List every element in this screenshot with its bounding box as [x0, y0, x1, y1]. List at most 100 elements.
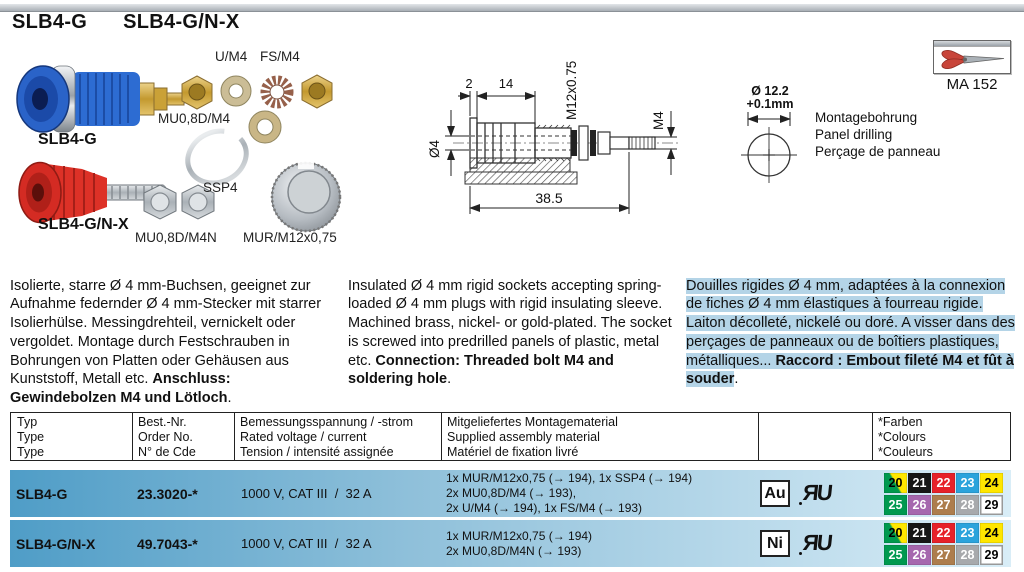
colour-chip-28: 28: [956, 494, 979, 515]
description-german-bold: Anschluss: Gewindebolzen M4 und Lötloch: [10, 371, 231, 407]
tool-reference-box: [933, 40, 1011, 74]
colour-chip-25: 25: [884, 544, 907, 565]
row2-type: SLB4-G/N-X: [16, 535, 96, 552]
description-german: Isolierte, starre Ø 4 mm-Buchsen, geeign…: [10, 277, 322, 407]
colour-chip-26: 26: [908, 544, 931, 565]
colour-chip-24: 24: [980, 472, 1003, 493]
row2-plating: Ni: [760, 520, 792, 567]
description-english-bold: Connection: Threaded bolt M4 and solderi…: [348, 352, 614, 388]
dim-385: 38.5: [535, 190, 562, 206]
table-row-slb4gnx: SLB4-G/N-X 49.7043-* 1000 V, CAT III / 3…: [10, 520, 1011, 567]
row1-assembly-material: 1x MUR/M12x0,75 (→ 194), 1x SSP4 (→ 194)…: [446, 471, 693, 515]
dim-d4: Ø4: [427, 139, 442, 158]
description-german-body: Isolierte, starre Ø 4 mm-Buchsen, geeign…: [10, 277, 322, 388]
technical-drawing: 2 14 M12x0.75 M4 Ø4 38.5: [425, 38, 715, 238]
washer-photo-2: [248, 110, 282, 144]
row1-ul: ЯU: [799, 470, 839, 517]
row2-ul: ЯU: [799, 520, 839, 567]
dim-14: 14: [499, 76, 513, 91]
colour-chip-23: 23: [956, 472, 979, 493]
header-divider-2: [234, 413, 235, 460]
colour-chip-25: 25: [884, 494, 907, 515]
panel-drilling-captions: Montagebohrung Panel drilling Perçage de…: [815, 109, 940, 160]
ul-dot: [799, 502, 802, 505]
dim-m4: M4: [651, 111, 666, 130]
fs-m4-lock-washer-photo: [260, 75, 294, 109]
ssp4-circlip-photo: [185, 128, 249, 186]
dim-2: 2: [465, 76, 472, 91]
colour-chip-28: 28: [956, 544, 979, 565]
header-col-order: Best.-Nr. Order No. N° de Cde: [138, 415, 196, 459]
header-divider-5: [872, 413, 873, 460]
caption-en: Panel drilling: [815, 127, 893, 142]
colour-chip-27: 27: [932, 494, 955, 515]
blue-socket-photo: [16, 65, 194, 133]
row2-order-no: 49.7043-*: [137, 535, 198, 552]
row2-rating: 1000 V, CAT III / 32 A: [241, 536, 372, 551]
colour-chip-24: 24: [980, 522, 1003, 543]
colour-chip-22: 22: [932, 522, 955, 543]
row1-type: SLB4-G: [16, 485, 68, 502]
header-col-type: Typ Type Type: [17, 415, 45, 459]
row1-rating: 1000 V, CAT III / 32 A: [241, 486, 372, 501]
panel-drilling-dimension: Ø 12.2 +0.1mm: [733, 85, 807, 111]
header-col-material: Mitgeliefertes Montagematerial Supplied …: [447, 415, 618, 459]
row1-plating: Au: [760, 470, 792, 517]
page-title-right: SLB4-G/N-X: [123, 11, 240, 33]
description-french: Douilles rigides Ø 4 mm, adaptées à la c…: [686, 277, 1015, 388]
plating-box-au: Au: [760, 480, 790, 507]
product-photo-area: U/M4 FS/M4 MU0,8D/M4 SSP4 MU0,8D/M4N MUR…: [10, 45, 395, 260]
page-title: SLB4-G SLB4-G/N-X: [12, 11, 239, 34]
tool-reference-label: MA 152: [946, 76, 998, 93]
dim-m12x075: M12x0.75: [564, 61, 579, 120]
panel-drilling: Ø 12.2 +0.1mm Montagebohrung Panel drill…: [733, 85, 1023, 185]
colour-chip-21: 21: [908, 472, 931, 493]
description-french-body: Douilles rigides Ø 4 mm, adaptées à la c…: [686, 277, 1015, 369]
pliers-icon: [941, 49, 1005, 70]
ul-recognized-icon: ЯU: [801, 530, 833, 555]
label-mu08d-m4n: MU0,8D/M4N: [135, 230, 217, 245]
plating-box-ni: Ni: [760, 530, 790, 557]
label-mur-m12: MUR/M12x0,75: [243, 230, 337, 245]
header-divider-4: [758, 413, 759, 460]
colour-chip-20: 20: [884, 472, 907, 493]
description-english-body: Insulated Ø 4 mm rigid sockets accepting…: [348, 277, 672, 369]
brass-nut-photo-1: [181, 75, 213, 110]
colour-chip-21: 21: [908, 522, 931, 543]
colour-chip-23: 23: [956, 522, 979, 543]
colour-chip-26: 26: [908, 494, 931, 515]
label-fs-m4: FS/M4: [260, 49, 300, 64]
toolbox-top-strip: [934, 41, 1010, 47]
mur-knurled-nut-photo: [270, 161, 342, 233]
table-row-slb4g: SLB4-G 23.3020-* 1000 V, CAT III / 32 A …: [10, 470, 1011, 517]
panel-drilling-diameter: Ø 12.2: [751, 84, 789, 98]
header-divider-1: [132, 413, 133, 460]
colour-chip-29: 29: [980, 544, 1003, 565]
colour-chip-20: 20: [884, 522, 907, 543]
label-product-slb4gnx: SLB4-G/N-X: [38, 216, 129, 233]
table-header: Typ Type Type Best.-Nr. Order No. N° de …: [10, 412, 1011, 461]
row2-assembly-material: 1x MUR/M12x0,75 (→ 194) 2x MU0,8D/M4N (→…: [446, 528, 593, 558]
colour-chip-22: 22: [932, 472, 955, 493]
header-col-rating: Bemessungsspannung / -strom Rated voltag…: [240, 415, 414, 459]
hex-nut-photo-1: [143, 184, 177, 220]
ul-dot: [799, 552, 802, 555]
caption-fr: Perçage de panneau: [815, 144, 941, 159]
label-u-m4: U/M4: [215, 49, 248, 64]
panel-drilling-tolerance: +0.1mm: [746, 97, 794, 111]
label-ssp4: SSP4: [203, 180, 238, 195]
u-m4-washer-photo: [220, 75, 252, 107]
caption-de: Montagebohrung: [815, 110, 918, 125]
row1-order-no: 23.3020-*: [137, 485, 198, 502]
panel-drilling-circle: [741, 112, 797, 183]
brass-nut-photo-2: [301, 74, 333, 109]
label-product-slb4g: SLB4-G: [38, 131, 97, 148]
label-mu08d-m4: MU0,8D/M4: [158, 111, 231, 126]
colour-chip-27: 27: [932, 544, 955, 565]
ul-recognized-icon: ЯU: [801, 480, 833, 505]
description-english: Insulated Ø 4 mm rigid sockets accepting…: [348, 277, 672, 388]
hex-nut-photo-2: [181, 184, 215, 220]
